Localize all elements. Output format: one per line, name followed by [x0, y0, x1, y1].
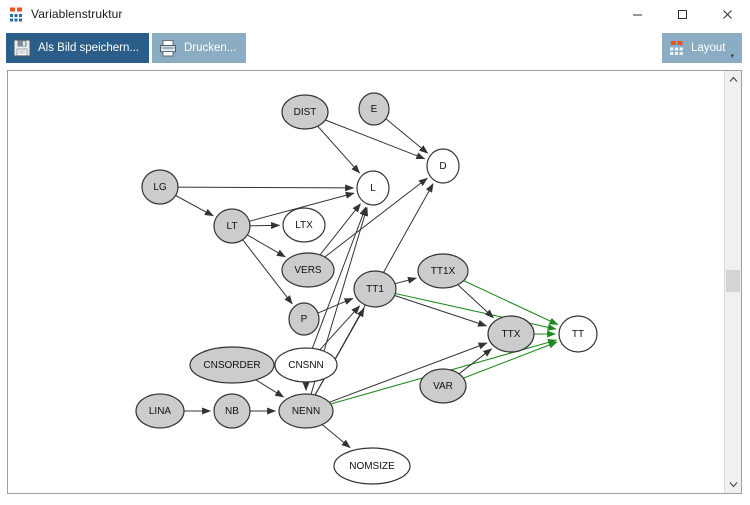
- floppy-disk-icon: [12, 38, 32, 58]
- graph-edge: [321, 424, 351, 449]
- node-shape[interactable]: [281, 252, 335, 288]
- graph-edge: [385, 118, 429, 154]
- node-shape[interactable]: [213, 393, 251, 429]
- graph-node[interactable]: VERS: [281, 252, 335, 288]
- graph-node[interactable]: L: [356, 170, 390, 206]
- graph-node[interactable]: DIST: [281, 94, 329, 130]
- graph-node[interactable]: TTX: [487, 315, 535, 353]
- graph-edge: [458, 348, 493, 375]
- toolbar: Als Bild speichern... Drucken...: [0, 28, 750, 68]
- save-image-button[interactable]: Als Bild speichern...: [6, 33, 149, 63]
- graph-edge: [249, 221, 281, 229]
- print-button[interactable]: Drucken...: [152, 33, 247, 63]
- graph-edge: [255, 379, 285, 398]
- graph-node[interactable]: TT1: [353, 270, 397, 308]
- layout-label: Layout: [690, 42, 726, 54]
- graph-node[interactable]: D: [426, 148, 460, 184]
- node-shape[interactable]: [356, 170, 390, 206]
- layout-grid-icon: [668, 39, 686, 57]
- graph-node[interactable]: LINA: [135, 393, 185, 429]
- graph-node[interactable]: VAR: [419, 368, 467, 404]
- graph-node[interactable]: CNSORDER: [189, 346, 275, 384]
- graph-edge: [319, 203, 361, 256]
- window-controls: [615, 0, 750, 28]
- node-shape[interactable]: [558, 315, 598, 353]
- save-image-label: Als Bild speichern...: [38, 42, 139, 54]
- graph-node[interactable]: CNSNN: [274, 347, 338, 383]
- graph-edge: [324, 177, 428, 258]
- graph-edge: [394, 276, 417, 285]
- graph-edge: [457, 284, 494, 319]
- layout-button[interactable]: Layout ▾: [661, 33, 742, 63]
- graph-edge: [311, 206, 367, 349]
- print-label: Drucken...: [184, 42, 237, 54]
- graph-node[interactable]: E: [358, 92, 390, 126]
- graph-edge: [317, 125, 360, 174]
- node-shape[interactable]: [358, 92, 390, 126]
- graph-edge: [463, 280, 559, 326]
- node-shape[interactable]: [353, 270, 397, 308]
- graph-edge: [329, 342, 488, 403]
- node-shape[interactable]: [278, 393, 334, 429]
- node-shape[interactable]: [274, 347, 338, 383]
- graph-edge: [317, 297, 354, 314]
- node-shape[interactable]: [282, 207, 326, 243]
- node-shape[interactable]: [189, 346, 275, 384]
- node-shape[interactable]: [135, 393, 185, 429]
- graph-node[interactable]: P: [288, 302, 320, 336]
- scrollbar-thumb[interactable]: [726, 270, 740, 292]
- node-shape[interactable]: [426, 148, 460, 184]
- scroll-up-arrow-icon[interactable]: [725, 71, 741, 88]
- graph-node[interactable]: LG: [141, 169, 179, 205]
- graph-edge: [394, 295, 488, 327]
- node-shape[interactable]: [141, 169, 179, 205]
- scrollbar-track[interactable]: [725, 88, 741, 476]
- node-shape[interactable]: [213, 208, 251, 244]
- graph-node[interactable]: LT: [213, 208, 251, 244]
- node-shape[interactable]: [333, 447, 411, 485]
- graph-edge: [395, 292, 557, 331]
- graph-node[interactable]: NENN: [278, 393, 334, 429]
- graph-edge: [249, 191, 355, 222]
- graph-edge: [242, 239, 293, 305]
- graph-node[interactable]: NOMSIZE: [333, 447, 411, 485]
- graph-node[interactable]: NB: [213, 393, 251, 429]
- window-title: Variablenstruktur: [31, 7, 123, 21]
- graph-edge: [175, 195, 214, 217]
- graph-edge: [177, 184, 355, 192]
- printer-icon: [158, 38, 178, 58]
- vertical-scrollbar[interactable]: [724, 71, 741, 493]
- title-bar: Variablenstruktur: [0, 0, 750, 28]
- chevron-down-icon[interactable]: ▾: [730, 53, 734, 60]
- graph-node[interactable]: TT: [558, 315, 598, 353]
- graph-node[interactable]: TT1X: [417, 253, 469, 289]
- node-shape[interactable]: [419, 368, 467, 404]
- close-button[interactable]: [705, 0, 750, 28]
- node-shape[interactable]: [487, 315, 535, 353]
- maximize-button[interactable]: [660, 0, 705, 28]
- minimize-button[interactable]: [615, 0, 660, 28]
- edge-layer: [175, 118, 559, 449]
- graph-edge: [463, 341, 558, 379]
- node-shape[interactable]: [288, 302, 320, 336]
- graph-icon: [8, 6, 24, 22]
- node-shape[interactable]: [281, 94, 329, 130]
- graph-node[interactable]: LTX: [282, 207, 326, 243]
- node-shape[interactable]: [417, 253, 469, 289]
- scroll-down-arrow-icon[interactable]: [725, 476, 741, 493]
- graph-edge: [325, 119, 426, 160]
- graph-edge: [247, 234, 286, 258]
